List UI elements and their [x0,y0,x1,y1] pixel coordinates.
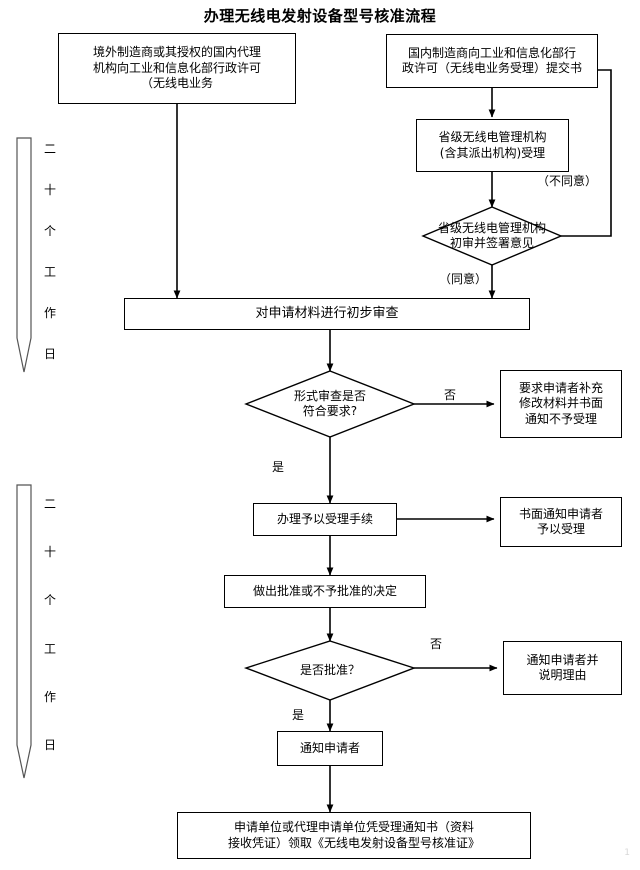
node-overseas-applicant[interactable]: 境外制造商或其授权的国内代理 机构向工业和信息化部行政许可 （无线电业务 [58,33,296,104]
duration-char: 作 [43,689,56,704]
node-line: 说明理由 [538,668,587,682]
node-line: 申请单位或代理申请单位凭受理通知书（资料 [233,820,474,835]
node-line: 初审并签署意见 [449,236,534,250]
duration-char: 个 [43,593,56,608]
node-line: 通知不予受理 [524,411,597,426]
node-line: 形式审查是否 [293,388,366,403]
node-written-acceptance-notice[interactable]: 书面通知申请者 予以受理 [500,497,622,547]
node-line: 做出批准或不予批准的决定 [252,583,397,598]
page-title: 办理无线电发射设备型号核准流程 [203,7,437,25]
node-line: 符合要求? [302,404,358,418]
duration-char: 十 [43,183,56,197]
edge-label-agree: （同意） [439,272,488,286]
node-notify-applicant[interactable]: 通知申请者 [277,731,383,766]
node-domestic-applicant[interactable]: 国内制造商向工业和信息化部行 政许可（无线电业务受理）提交书 [386,34,598,88]
node-line: 通知申请者并 [526,652,599,667]
edge-label-approve-check-no: 否 [430,637,443,651]
node-collect-certificate[interactable]: 申请单位或代理申请单位凭受理通知书（资料 接收凭证）领取《无线电发射设备型号核准… [177,812,531,859]
edge-label-disagree: （不同意） [537,174,598,188]
duration-marker-upper-shape [16,137,32,373]
duration-marker-upper: 二 十 个 工 作 日 [40,140,60,362]
duration-marker-lower: 二 十 个 工 作 日 [40,495,60,753]
duration-char: 作 [43,306,56,320]
node-line: 政许可（无线电业务受理）提交书 [401,61,582,75]
node-line: 办理予以受理手续 [276,511,373,526]
node-preliminary-review[interactable]: 对申请材料进行初步审查 [124,298,530,330]
node-line: 通知申请者 [299,740,360,755]
node-line: (含其派出机构)受理 [439,145,546,160]
duration-char: 十 [43,545,56,560]
duration-char: 个 [43,224,56,238]
node-line: 机构向工业和信息化部行政许可 [92,60,261,75]
node-acceptance-procedure[interactable]: 办理予以受理手续 [253,503,397,536]
node-line: 是否批准？ [299,662,360,677]
duration-char: 工 [43,641,56,656]
duration-char: 二 [43,497,56,511]
node-line: （无线电业务 [140,76,213,91]
node-line: 省级无线电管理机构 [438,130,547,145]
node-form-check[interactable]: 形式审查是否 符合要求? [246,371,414,437]
node-line: 修改材料并书面 [518,396,603,411]
node-approval-decision[interactable]: 做出批准或不予批准的决定 [224,575,426,608]
node-provincial-accept[interactable]: 省级无线电管理机构 (含其派出机构)受理 [416,119,569,172]
node-line: 予以受理 [536,522,585,536]
duration-marker-lower-shape [16,484,32,779]
node-line: 书面通知申请者 [518,506,603,521]
node-line: 接收凭证）领取《无线电发射设备型号核准证》 [227,835,480,850]
node-provincial-review[interactable]: 省级无线电管理机构 初审并签署意见 [423,207,561,265]
node-approve-check[interactable]: 是否批准？ [246,641,414,700]
node-line: 对申请材料进行初步审查 [255,305,399,321]
node-line: 要求申请者补充 [518,380,603,395]
duration-char: 二 [43,142,56,156]
edge-label-form-check-yes: 是 [272,460,285,474]
node-line: 境外制造商或其授权的国内代理 [92,45,261,60]
duration-char: 日 [43,347,56,361]
node-line: 国内制造商向工业和信息化部行 [407,45,576,60]
node-line: 省级无线电管理机构 [437,220,546,235]
duration-char: 日 [43,737,56,752]
edge-label-form-check-no: 否 [444,388,457,402]
node-notify-reason[interactable]: 通知申请者并 说明理由 [503,641,622,695]
node-request-supplement[interactable]: 要求申请者补充 修改材料并书面 通知不予受理 [500,370,622,438]
duration-char: 工 [43,265,56,279]
page-number: 1 [624,848,630,858]
edge-label-approve-check-yes: 是 [292,708,305,722]
